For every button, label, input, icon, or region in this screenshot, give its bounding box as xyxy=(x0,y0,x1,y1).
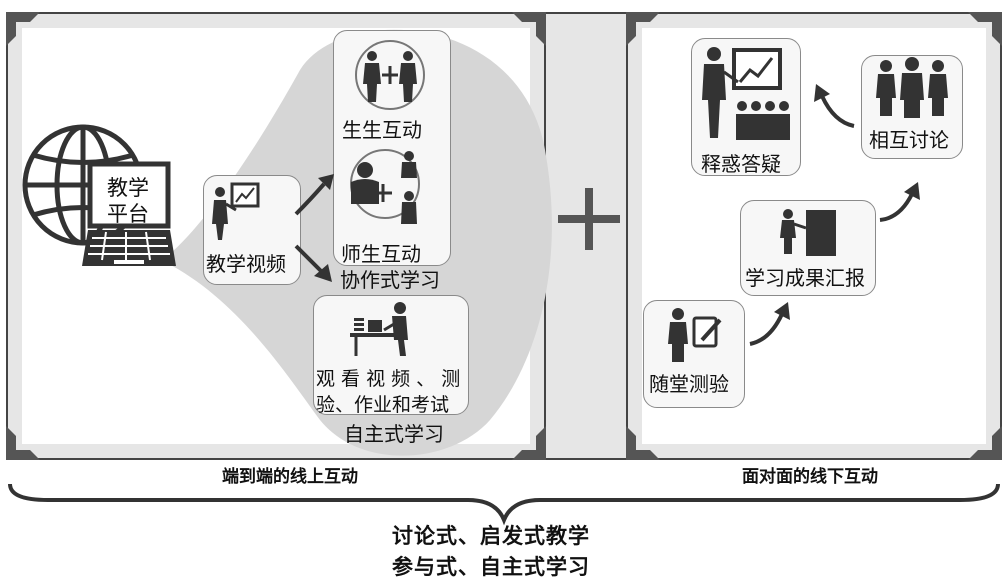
corner-bracket-icon xyxy=(626,12,660,46)
corner-bracket-icon xyxy=(6,426,40,460)
student-interaction-label: 生生互动 xyxy=(342,118,422,142)
discuss-label: 相互讨论 xyxy=(869,128,949,152)
platform-label-line2: 平台 xyxy=(107,202,149,226)
self-study-box xyxy=(313,295,469,415)
lecture-audience-icon xyxy=(702,47,790,140)
arrow-right-up-icon xyxy=(879,182,920,222)
bottom-line2: 参与式、自主式学习 xyxy=(392,555,590,579)
teacher-interaction-label: 师生互动 xyxy=(341,242,421,266)
bottom-line1: 讨论式、启发式教学 xyxy=(392,524,590,548)
platform-label-line1: 教学 xyxy=(107,176,149,200)
corner-bracket-icon xyxy=(968,426,1002,460)
corner-bracket-icon xyxy=(626,426,660,460)
collaborative-label: 协作式学习 xyxy=(340,268,440,292)
corner-bracket-icon xyxy=(512,426,546,460)
corner-bracket-icon xyxy=(512,12,546,46)
explain-label: 释惑答疑 xyxy=(701,152,781,176)
arrow-left-icon xyxy=(814,84,855,128)
online-caption: 端到端的线上互动 xyxy=(222,467,358,487)
students-pair-icon xyxy=(355,40,425,110)
watch-tasks-line2: 验、作业和考试 xyxy=(316,394,450,416)
teaching-video-label: 教学视频 xyxy=(206,252,286,276)
plus-icon xyxy=(558,188,620,250)
self-directed-label: 自主式学习 xyxy=(344,422,444,446)
brace-icon xyxy=(8,483,1000,526)
desk-study-icon xyxy=(350,302,408,356)
offline-caption: 面对面的线下互动 xyxy=(742,467,878,487)
group-people-icon xyxy=(876,57,948,118)
interaction-box xyxy=(333,30,451,266)
quiz-label: 随堂测验 xyxy=(649,372,729,396)
arrow-right-up-icon xyxy=(749,302,790,346)
teacher-students-icon xyxy=(350,149,420,224)
quiz-icon xyxy=(668,308,722,362)
corner-bracket-icon xyxy=(968,12,1002,46)
watch-tasks-line1: 观 看 视 频 、 测 xyxy=(316,368,461,390)
arrow-up-icon xyxy=(294,174,334,216)
report-icon xyxy=(780,209,836,256)
laptop-icon xyxy=(82,161,176,266)
corner-bracket-icon xyxy=(6,12,40,46)
report-label: 学习成果汇报 xyxy=(745,266,865,290)
arrow-down-icon xyxy=(294,244,332,282)
presenter-icon xyxy=(212,182,260,240)
